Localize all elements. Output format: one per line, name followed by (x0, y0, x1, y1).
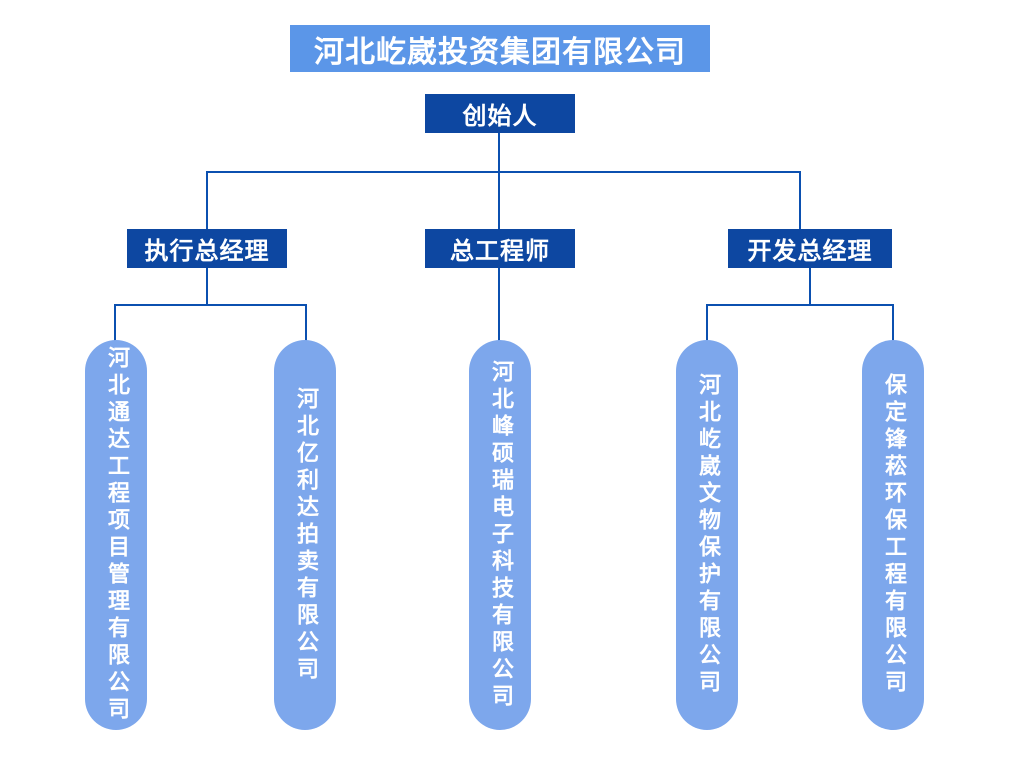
connector-line (206, 171, 208, 230)
subsidiary-name: 河北屹崴文物保护有限公司 (695, 373, 720, 697)
subsidiary-node: 河北通达工程项目管理有限公司 (85, 340, 147, 730)
manager-node-chief-engineer: 总工程师 (425, 229, 575, 268)
subsidiary-node: 河北屹崴文物保护有限公司 (676, 340, 738, 730)
connector-line (498, 171, 500, 230)
manager-node-executive: 执行总经理 (127, 229, 287, 268)
connector-line (706, 304, 894, 306)
subsidiary-node: 河北亿利达拍卖有限公司 (274, 340, 336, 730)
subsidiary-name: 河北亿利达拍卖有限公司 (293, 386, 318, 684)
connector-line (114, 304, 116, 342)
connector-line (706, 304, 708, 342)
connector-line (206, 171, 801, 173)
connector-line (206, 268, 208, 305)
company-title: 河北屹崴投资集团有限公司 (314, 34, 686, 70)
founder-node: 创始人 (425, 94, 575, 133)
subsidiary-name: 河北峰硕瑞电子科技有限公司 (488, 359, 513, 711)
connector-line (305, 304, 307, 342)
subsidiary-node: 保定锋菘环保工程有限公司 (862, 340, 924, 730)
connector-line (892, 304, 894, 342)
manager-node-development: 开发总经理 (728, 229, 892, 268)
connector-line (114, 304, 307, 306)
connector-line (498, 133, 500, 172)
manager-label: 开发总经理 (747, 237, 873, 265)
subsidiary-node: 河北峰硕瑞电子科技有限公司 (469, 340, 531, 730)
connector-line (498, 268, 500, 342)
company-title-banner: 河北屹崴投资集团有限公司 (290, 25, 710, 72)
manager-label: 执行总经理 (144, 237, 270, 265)
connector-line (809, 268, 811, 305)
subsidiary-name: 保定锋菘环保工程有限公司 (881, 373, 906, 697)
manager-label: 总工程师 (450, 237, 550, 265)
subsidiary-name: 河北通达工程项目管理有限公司 (104, 346, 129, 724)
connector-line (799, 171, 801, 230)
founder-label: 创始人 (462, 102, 538, 130)
